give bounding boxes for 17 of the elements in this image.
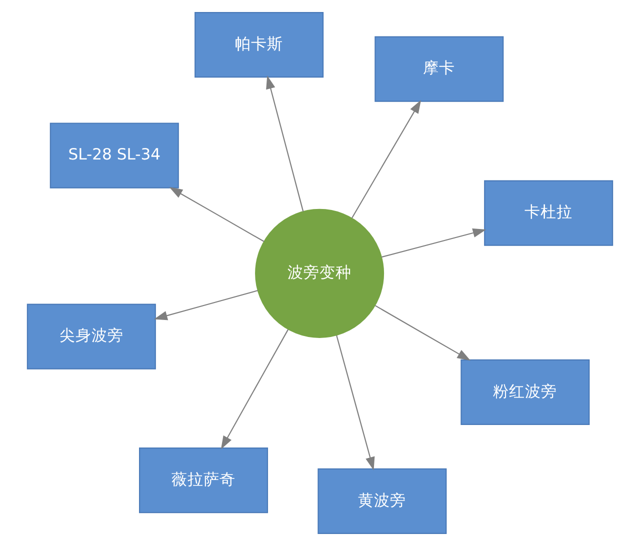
node-box: 摩卡 xyxy=(374,36,504,102)
arrow xyxy=(374,305,471,361)
node-box: SL-28 SL-34 xyxy=(50,122,179,188)
arrow xyxy=(154,290,258,320)
node-box: 帕卡斯 xyxy=(194,12,324,78)
arrow xyxy=(169,187,264,242)
arrow xyxy=(336,335,375,470)
node-box: 黄波旁 xyxy=(318,468,447,534)
node-box: 卡杜拉 xyxy=(484,180,614,246)
node-box: 尖身波旁 xyxy=(26,304,156,370)
node-box: 薇拉萨奇 xyxy=(139,448,268,514)
arrow xyxy=(266,75,304,212)
arrow xyxy=(351,100,422,218)
arrow xyxy=(220,329,289,450)
arrow xyxy=(381,228,486,258)
node-circle: 波旁变种 xyxy=(255,208,384,338)
node-box: 粉红波旁 xyxy=(460,359,590,426)
